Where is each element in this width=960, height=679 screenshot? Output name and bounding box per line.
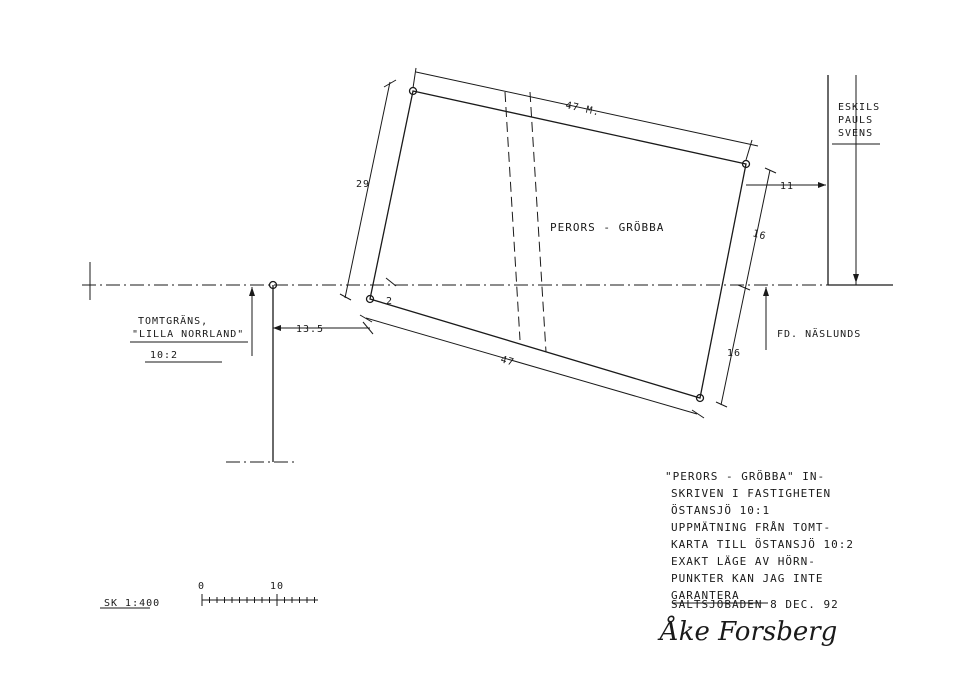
- corner-point-se: [695, 393, 705, 403]
- corner-point-ne: [741, 159, 751, 169]
- scale-bar: [201, 594, 318, 606]
- plot-name-label: PERORS - GRÖBBA: [550, 221, 664, 234]
- left-dim-tick-top: [383, 79, 397, 88]
- bottom-dim-tick-1: [359, 314, 373, 323]
- east-arrow-head: [853, 274, 859, 283]
- plot-outline: [369, 90, 747, 399]
- corner-offset-tick: [385, 277, 397, 287]
- note-line-1: "PERORS - GRÖBBA" IN-: [665, 470, 825, 483]
- note-place-date: SALTSJÖBADEN 8 DEC. 92: [671, 598, 839, 611]
- right-dimension-lower-label: 16: [727, 348, 741, 359]
- left-dim-tick-bottom: [339, 293, 352, 301]
- west-offset-arrow-left: [273, 325, 281, 331]
- left-dimension-line: [344, 81, 391, 299]
- scale-tick-start-label: 0: [198, 581, 205, 592]
- east-offset-arrow: [818, 182, 826, 188]
- top-dimension-line: [415, 71, 759, 147]
- west-offset-label: 13.5: [296, 324, 324, 335]
- boundary-survey-point: [268, 280, 278, 290]
- top-dimension-label: 47 M.: [564, 100, 601, 118]
- internal-dashed-line-1: [504, 91, 521, 341]
- scale-tick-end-label: 10: [270, 581, 284, 592]
- internal-dashed-line-2: [529, 91, 547, 353]
- west-label-line-2: "LILLA NORRLAND": [132, 329, 244, 340]
- right-dimension-upper-label: 16: [751, 228, 767, 242]
- top-dim-ext-2: [745, 139, 753, 161]
- west-arrow-head: [249, 287, 255, 296]
- east-owner-line-1: ESKILS: [838, 102, 880, 113]
- right-dimension-line: [720, 169, 771, 406]
- note-line-6: EXAKT LÄGE AV HÖRN-: [671, 555, 816, 568]
- west-label-line-3: 10:2: [150, 350, 178, 361]
- southeast-arrow-head: [763, 287, 769, 296]
- left-dimension-label: 29: [356, 179, 370, 190]
- bottom-dimension-label: 47: [499, 354, 516, 368]
- southeast-neighbor-label: FD. NÄSLUNDS: [777, 327, 861, 340]
- right-dim-tick-mid: [737, 284, 751, 291]
- scale-label: SK 1:400: [104, 598, 160, 609]
- bottom-dim-tick-2: [691, 409, 705, 419]
- right-dim-tick-bottom: [715, 401, 728, 408]
- east-owner-line-2: PAULS: [838, 115, 873, 126]
- note-line-5: KARTA TILL ÖSTANSJÖ 10:2: [671, 538, 854, 551]
- west-offset-tick: [362, 321, 374, 335]
- west-label-line-1: TOMTGRÄNS,: [138, 314, 208, 327]
- note-line-2: SKRIVEN I FASTIGHETEN: [671, 487, 831, 500]
- east-owner-line-3: SVENS: [838, 128, 873, 139]
- top-dim-ext-1: [412, 67, 417, 89]
- east-offset-label: 11: [780, 181, 794, 192]
- corner-point-sw: [365, 294, 375, 304]
- right-dim-tick-top: [764, 167, 777, 174]
- signature: Åke Forsberg: [657, 615, 837, 647]
- note-line-8: GARANTERA: [671, 589, 740, 602]
- note-line-7: PUNKTER KAN JAG INTE: [671, 572, 823, 585]
- corner-offset-label: 2: [386, 296, 393, 307]
- note-line-3: ÖSTANSJÖ 10:1: [671, 504, 770, 517]
- bottom-dimension-line: [365, 317, 698, 415]
- note-line-4: UPPMÄTNING FRÅN TOMT-: [671, 521, 831, 534]
